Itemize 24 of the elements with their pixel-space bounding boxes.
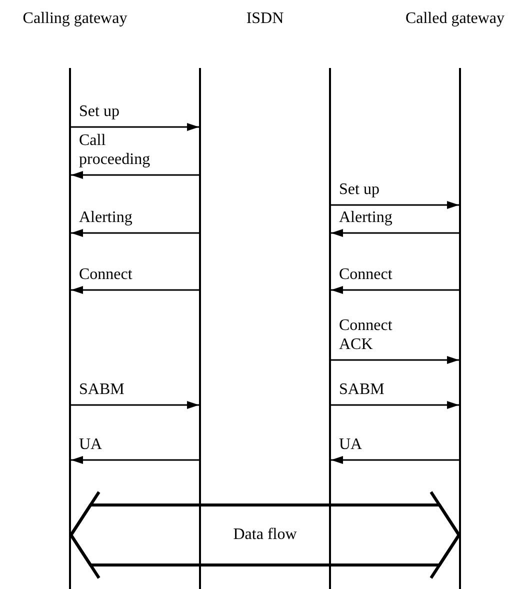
edge-label: Alerting — [79, 208, 132, 227]
column-heading: ISDN — [246, 10, 284, 28]
message-arrow — [331, 401, 459, 409]
message-arrow — [331, 356, 459, 364]
edge-label: Set up — [339, 180, 380, 199]
edge-label: Set up — [79, 102, 120, 121]
edge-label: Alerting — [339, 208, 392, 227]
message-arrow — [71, 286, 199, 294]
column-heading: Called gateway — [405, 10, 505, 28]
message-arrow — [331, 286, 459, 294]
message-arrow — [71, 171, 199, 179]
lifeline — [329, 68, 331, 589]
message-arrow — [71, 123, 199, 131]
message-arrow — [331, 201, 459, 209]
lifeline — [459, 68, 461, 589]
message-arrow — [331, 456, 459, 464]
message-arrow — [331, 229, 459, 237]
lifeline — [199, 68, 201, 589]
message-arrow — [71, 401, 199, 409]
column-heading: Calling gateway — [22, 10, 128, 28]
lifeline — [69, 68, 71, 589]
message-arrow — [71, 456, 199, 464]
message-arrow — [71, 229, 199, 237]
double-arrow — [69, 490, 461, 580]
